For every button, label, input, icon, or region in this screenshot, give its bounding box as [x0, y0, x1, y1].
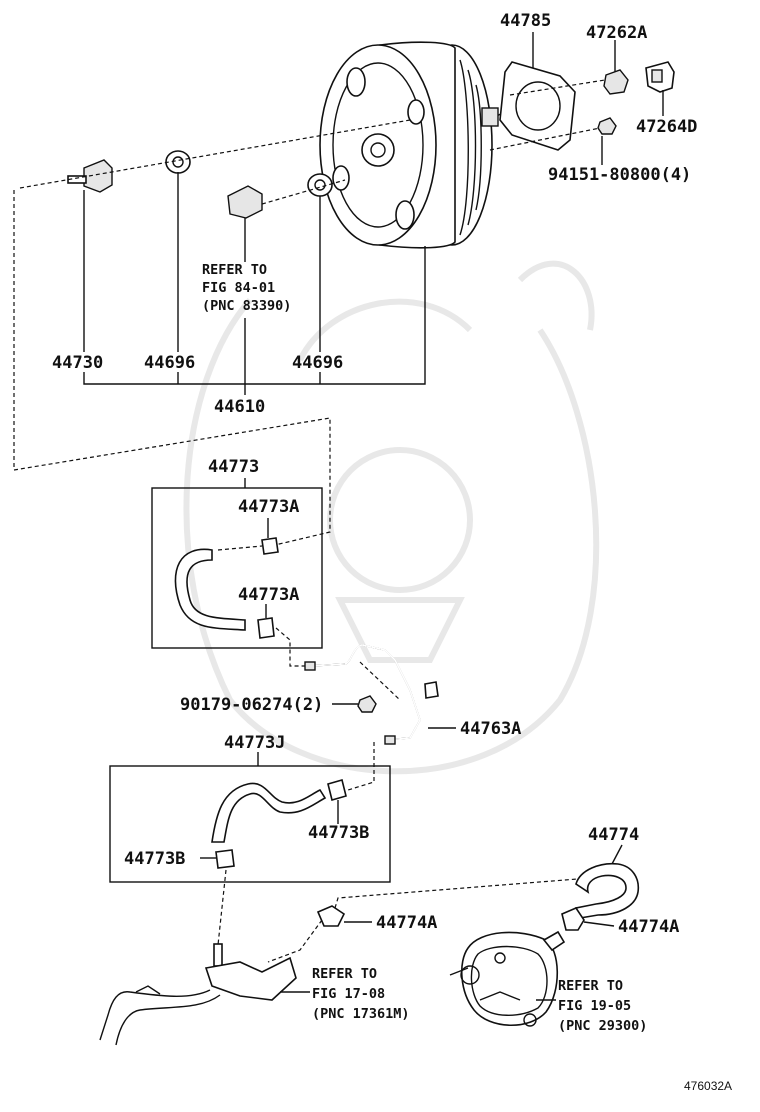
- label-44696-left: 44696: [144, 353, 195, 373]
- ref2-line3: (PNC 17361M): [312, 1006, 410, 1022]
- nut-47262A[interactable]: [603, 69, 629, 95]
- ref1-line1: REFER TO: [202, 262, 267, 278]
- leader-44774: [611, 844, 623, 865]
- label-44773: 44773: [208, 457, 259, 477]
- ref3-line2: FIG 19-05: [558, 998, 631, 1014]
- leader-44774A-right: [583, 921, 615, 927]
- kit-box-44773: [151, 487, 323, 649]
- label-44763A: 44763A: [460, 719, 521, 739]
- dash-44773: [217, 545, 263, 551]
- clip-44773A-lower[interactable]: [257, 617, 275, 639]
- clamp-44774A-left[interactable]: [316, 905, 346, 927]
- dash-44773J-to-hose: [217, 869, 227, 946]
- leader-lines-top: [83, 32, 664, 395]
- dash-clamp-to-hose: [267, 919, 323, 963]
- label-47262A: 47262A: [586, 23, 647, 43]
- ref2-line2: FIG 17-08: [312, 986, 385, 1002]
- label-44774A-left: 44774A: [376, 913, 437, 933]
- diagram-code: 476032A: [684, 1079, 732, 1093]
- label-47264D: 47264D: [636, 117, 697, 137]
- grommet-44696-right[interactable]: [307, 173, 333, 197]
- label-44785: 44785: [500, 11, 551, 31]
- label-44696-right: 44696: [292, 353, 343, 373]
- vacuum-pump-29300[interactable]: [449, 930, 566, 1027]
- hose-44774[interactable]: [574, 862, 640, 919]
- label-44610: 44610: [214, 397, 265, 417]
- hose-44773J[interactable]: [211, 782, 327, 843]
- grommet-44696-left[interactable]: [165, 150, 191, 174]
- label-44774A-right: 44774A: [618, 917, 679, 937]
- clip-44773A-upper[interactable]: [261, 537, 279, 555]
- hose-44773[interactable]: [174, 548, 246, 631]
- ref3-line1: REFER TO: [558, 978, 623, 994]
- clevis-47264D[interactable]: [645, 61, 675, 93]
- label-44773J: 44773J: [224, 733, 285, 753]
- label-44730: 44730: [52, 353, 103, 373]
- dash-clamp-to-44774: [334, 877, 591, 909]
- ref1-line2: FIG 84-01: [202, 280, 275, 296]
- brake-booster[interactable]: [319, 41, 506, 249]
- ref1-line3: (PNC 83390): [202, 298, 291, 314]
- ref2-line1: REFER TO: [312, 966, 377, 982]
- label-44774: 44774: [588, 825, 639, 845]
- vacuum-pipe-44763A[interactable]: [304, 644, 439, 745]
- kit-box-44773J: [109, 765, 391, 883]
- clamp-90179-06274[interactable]: [357, 695, 377, 713]
- hose-assembly-17361M[interactable]: [99, 943, 297, 1046]
- dash-pipe-to-44773J: [347, 742, 375, 791]
- alignment-lines: [13, 79, 606, 546]
- ref3-line3: (PNC 29300): [558, 1018, 647, 1034]
- label-94151-80800: 94151-80800(4): [548, 165, 691, 185]
- clip-44773B-upper[interactable]: [327, 779, 347, 801]
- gasket-44785[interactable]: [499, 61, 576, 151]
- clip-44773B-lower[interactable]: [215, 849, 235, 869]
- label-44773A-lower: 44773A: [238, 585, 299, 605]
- union-44610[interactable]: [227, 185, 263, 219]
- check-valve-44730[interactable]: [67, 159, 113, 193]
- nut-94151-80800[interactable]: [597, 117, 617, 135]
- label-44773B-right: 44773B: [308, 823, 369, 843]
- dash-pipe-clamp: [359, 661, 401, 701]
- label-44773B-left: 44773B: [124, 849, 185, 869]
- label-44773A-upper: 44773A: [238, 497, 299, 517]
- label-90179-06274: 90179-06274(2): [180, 695, 323, 715]
- clamp-44774A-right[interactable]: [561, 907, 585, 931]
- dash-44773-to-pipe: [275, 627, 310, 667]
